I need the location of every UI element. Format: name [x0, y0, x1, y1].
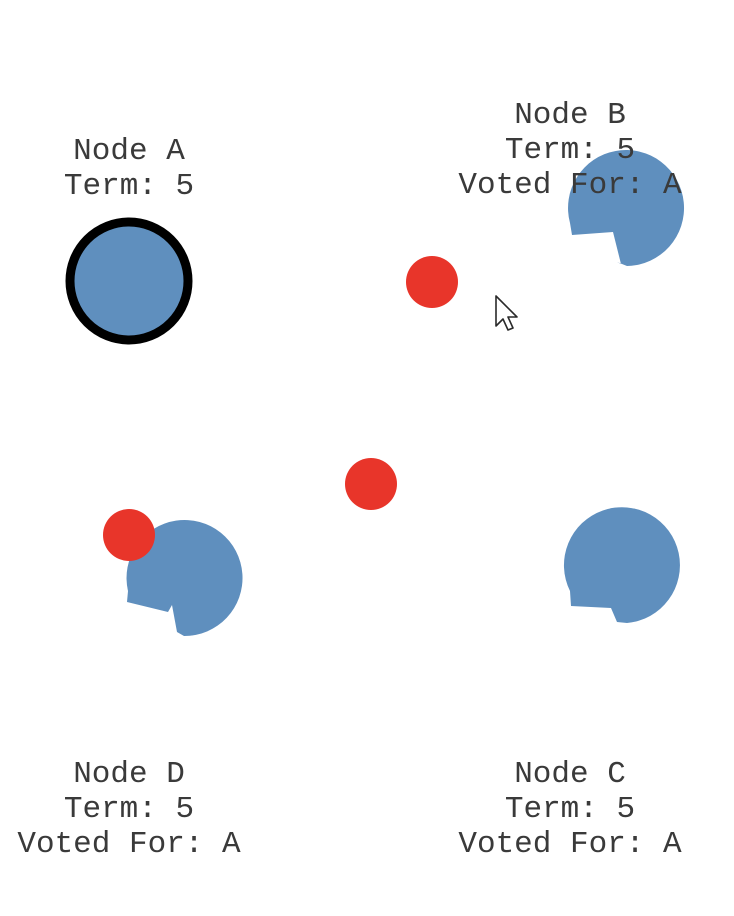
node-d-term: Term: 5	[63, 792, 195, 827]
message-to-node-d	[103, 509, 155, 561]
node-c[interactable]	[563, 507, 680, 623]
node-a-label: Node A Term: 5	[64, 134, 194, 204]
node-c-circle	[563, 507, 680, 623]
node-b-name: Node B	[514, 98, 626, 133]
message-to-node-c	[345, 458, 397, 510]
pointer-cursor-icon	[495, 295, 518, 331]
node-b-term: Term: 5	[504, 133, 636, 168]
node-c-label: Node C Term: 5 Voted For: A	[458, 757, 681, 862]
node-d-label: Node D Term: 5 Voted For: A	[17, 757, 240, 862]
message-to-node-b	[406, 256, 458, 308]
node-d[interactable]	[126, 520, 243, 637]
node-d-name: Node D	[73, 757, 185, 792]
node-a-circle	[65, 217, 193, 345]
node-d-circle	[126, 520, 243, 637]
node-c-term: Term: 5	[504, 792, 636, 827]
node-b[interactable]	[568, 150, 685, 266]
node-a-name: Node A	[73, 134, 185, 169]
node-c-name: Node C	[514, 757, 626, 792]
node-a[interactable]	[65, 217, 193, 345]
node-b-label: Node B Term: 5 Voted For: A	[458, 98, 681, 203]
node-b-circle	[568, 150, 685, 266]
node-c-voted-for: Voted For: A	[458, 827, 682, 862]
node-b-voted-for: Voted For: A	[458, 168, 682, 203]
node-a-term: Term: 5	[63, 169, 195, 204]
node-d-voted-for: Voted For: A	[17, 827, 241, 862]
